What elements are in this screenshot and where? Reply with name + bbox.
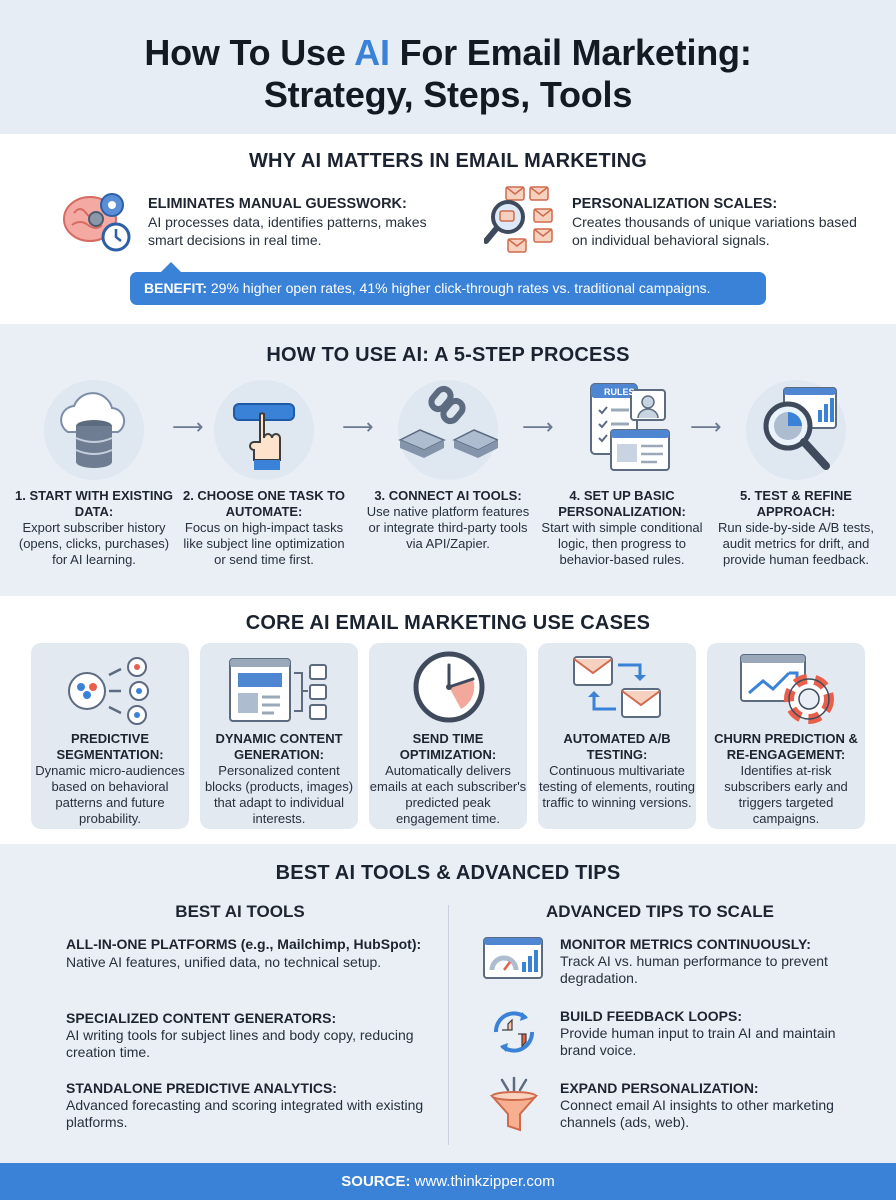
tools-column-title: BEST AI TOOLS <box>175 902 305 921</box>
usecase-heading: SEND TIME OPTIMIZATION: <box>399 731 497 762</box>
content-blocks-icon <box>228 657 328 727</box>
arrow-right-icon: ⟶ <box>342 414 374 439</box>
tip-heading: EXPAND PERSONALIZATION: <box>560 1080 759 1096</box>
arrow-right-icon: ⟶ <box>522 414 554 439</box>
tip-body: Connect email AI insights to other marke… <box>560 1097 834 1130</box>
step-2: 2. CHOOSE ONE TASK TO AUTOMATE: Focus on… <box>182 380 346 568</box>
column-divider <box>448 905 449 1145</box>
tool-item: STANDALONE PREDICTIVE ANALYTICS: Advance… <box>66 1080 426 1131</box>
tip-heading: MONITOR METRICS CONTINUOUSLY: <box>560 936 811 952</box>
rules-badge: RULES <box>604 387 635 397</box>
benefit-banner: BENEFIT: 29% higher open rates, 41% high… <box>130 272 766 305</box>
step-1: 1. START WITH EXISTING DATA: Export subs… <box>12 380 176 568</box>
usecase-card: DYNAMIC CONTENT GENERATION: Personalized… <box>200 643 358 829</box>
envelope-swap-icon <box>572 651 664 725</box>
step-body: Run side-by-side A/B tests, audit metric… <box>717 520 875 567</box>
arrow-right-icon: ⟶ <box>690 414 722 439</box>
feedback-loop-icon <box>486 1004 542 1060</box>
tool-heading: STANDALONE PREDICTIVE ANALYTICS: <box>66 1080 337 1096</box>
steps-section-title: HOW TO USE AI: A 5-STEP PROCESS <box>266 344 630 366</box>
tool-body: Native AI features, unified data, no tec… <box>66 954 382 970</box>
tip-body: Track AI vs. human performance to preven… <box>560 953 828 986</box>
step-heading: 3. CONNECT AI TOOLS: <box>374 488 522 503</box>
why-item-body: Creates thousands of unique variations b… <box>572 214 857 248</box>
funnel-icon <box>488 1076 540 1136</box>
why-item-heading: ELIMINATES MANUAL GUESSWORK: <box>148 196 407 212</box>
usecase-heading: DYNAMIC CONTENT GENERATION: <box>215 731 343 762</box>
usecase-heading: PREDICTIVE SEGMENTATION: <box>56 731 164 762</box>
magnifier-chart-icon <box>746 380 846 480</box>
step-heading: 2. CHOOSE ONE TASK TO AUTOMATE: <box>182 488 346 519</box>
why-section-title: WHY AI MATTERS IN EMAIL MARKETING <box>248 150 648 172</box>
step-body: Use native platform features or integrat… <box>366 504 530 551</box>
tool-item: SPECIALIZED CONTENT GENERATORS: AI writi… <box>66 1010 426 1061</box>
why-item-body: AI processes data, identifies patterns, … <box>148 214 427 248</box>
page-title: How To Use AI For Email Marketing: Strat… <box>144 32 752 115</box>
hand-press-button-icon <box>214 380 314 480</box>
tip-item: BUILD FEEDBACK LOOPS: Provide human inpu… <box>560 1008 860 1059</box>
step-heading: 4. SET UP BASIC PERSONALIZATION: <box>558 488 686 519</box>
step-body: Start with simple conditional logic, the… <box>541 520 703 567</box>
audience-groups-icon <box>65 657 155 727</box>
tip-item: MONITOR METRICS CONTINUOUSLY: Track AI v… <box>560 936 860 987</box>
source-footer: SOURCE: www.thinkzipper.com <box>0 1163 896 1200</box>
usecase-heading: CHURN PREDICTION & RE-ENGAGEMENT: <box>714 731 858 762</box>
usecase-card: AUTOMATED A/B TESTING: Continuous multiv… <box>538 643 696 829</box>
step-3: 3. CONNECT AI TOOLS: Use native platform… <box>366 380 530 552</box>
usecases-section-title: CORE AI EMAIL MARKETING USE CASES <box>245 612 651 634</box>
usecase-card: PREDICTIVE SEGMENTATION: Dynamic micro-a… <box>31 643 189 829</box>
clock-icon <box>411 649 487 725</box>
cloud-database-icon <box>44 380 144 480</box>
magnifier-envelopes-icon <box>484 183 560 259</box>
brain-gear-clock-icon <box>60 183 136 259</box>
step-body: Export subscriber history (opens, clicks… <box>18 520 170 567</box>
tools-section-title: BEST AI TOOLS & ADVANCED TIPS <box>275 862 621 884</box>
step-4: RULES 4. SET UP BASIC PERSONALIZATION: S… <box>540 380 704 568</box>
dashboard-icon <box>482 936 544 980</box>
usecase-body: Dynamic micro-audiences based on behavio… <box>35 763 185 826</box>
why-item-personalization: PERSONALIZATION SCALES: Creates thousand… <box>484 183 864 259</box>
chain-link-icon <box>398 380 498 480</box>
tip-heading: BUILD FEEDBACK LOOPS: <box>560 1008 742 1024</box>
step-5: 5. TEST & REFINE APPROACH: Run side-by-s… <box>714 380 878 568</box>
step-heading: 5. TEST & REFINE APPROACH: <box>740 488 852 519</box>
arrow-right-icon: ⟶ <box>172 414 204 439</box>
usecase-body: Personalized content blocks (products, i… <box>204 763 354 826</box>
why-item-guesswork: ELIMINATES MANUAL GUESSWORK: AI processe… <box>60 183 440 259</box>
usecase-card: CHURN PREDICTION & RE-ENGAGEMENT: Identi… <box>707 643 865 829</box>
tool-body: Advanced forecasting and scoring integra… <box>66 1097 424 1130</box>
source-link[interactable]: www.thinkzipper.com <box>410 1173 555 1190</box>
usecase-body: Continuous multivariate testing of eleme… <box>538 763 696 810</box>
why-item-heading: PERSONALIZATION SCALES: <box>572 196 778 212</box>
usecase-body: Automatically delivers emails at each su… <box>369 763 527 826</box>
benefit-pointer <box>160 262 182 273</box>
tool-heading: SPECIALIZED CONTENT GENERATORS: <box>66 1010 337 1026</box>
step-heading: 1. START WITH EXISTING DATA: <box>15 488 173 519</box>
lifebuoy-chart-icon <box>737 651 837 725</box>
usecase-card: SEND TIME OPTIMIZATION: Automatically de… <box>369 643 527 829</box>
step-body: Focus on high-impact tasks like subject … <box>183 520 345 567</box>
tip-body: Provide human input to train AI and main… <box>560 1025 836 1058</box>
usecase-heading: AUTOMATED A/B TESTING: <box>563 731 671 762</box>
tool-heading: ALL-IN-ONE PLATFORMS (e.g., Mailchimp, H… <box>66 936 422 952</box>
tool-body: AI writing tools for subject lines and b… <box>66 1027 414 1060</box>
header: How To Use AI For Email Marketing: Strat… <box>0 0 896 134</box>
usecase-body: Identifies at-risk subscribers early and… <box>724 763 848 826</box>
tip-item: EXPAND PERSONALIZATION: Connect email AI… <box>560 1080 860 1131</box>
rules-profile-icon: RULES <box>572 380 672 480</box>
tips-column-title: ADVANCED TIPS TO SCALE <box>546 902 774 921</box>
tool-item: ALL-IN-ONE PLATFORMS (e.g., Mailchimp, H… <box>66 936 426 972</box>
